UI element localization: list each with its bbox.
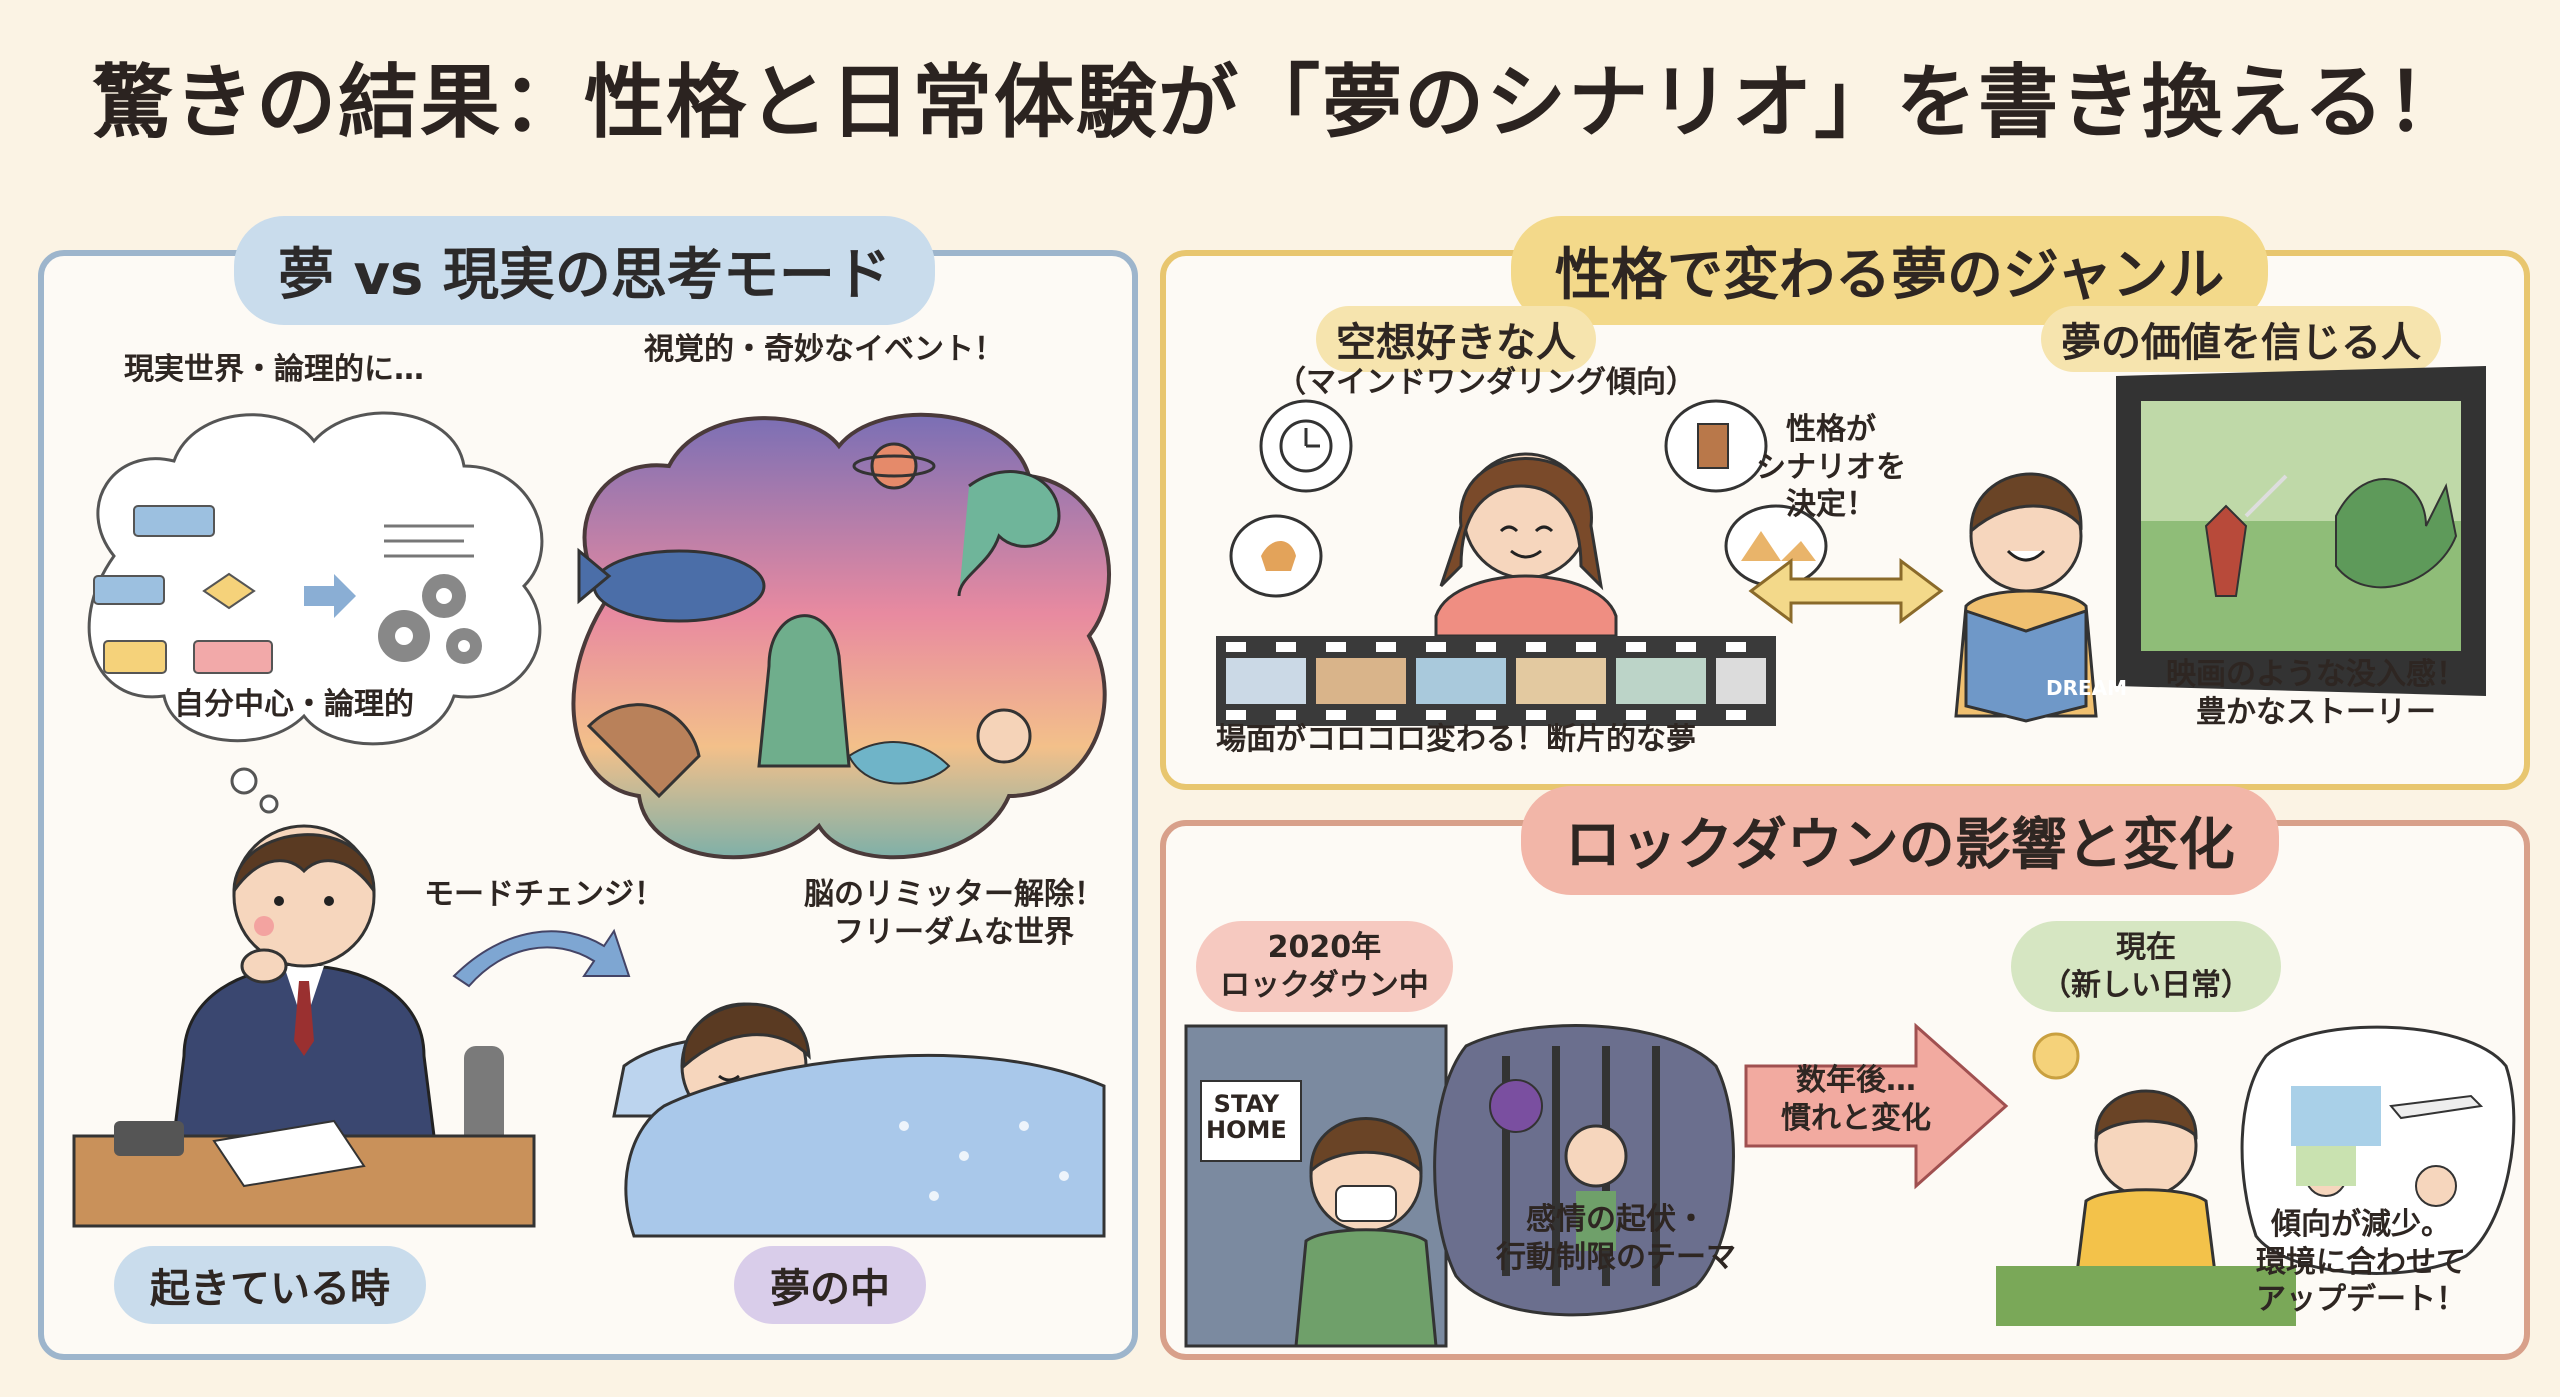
mode-change-arrow xyxy=(452,928,631,988)
awake-label: 起きている時 xyxy=(114,1246,426,1324)
page-title: 驚きの結果：性格と日常体験が「夢のシナリオ」を書き換える！ xyxy=(92,56,2468,149)
daydreamer-illustration xyxy=(1216,399,1828,726)
transition-arrow-text: 数年後… 慣れと変化 xyxy=(1781,1063,1931,1136)
dream-vs-reality-panel: 夢 vs 現実の思考モード 現実世界・論理的に… 自分中心・論理的 視覚的・奇妙… xyxy=(38,216,1138,1360)
dream-believer-illustration xyxy=(1954,366,2486,723)
daydreamer-subtitle: （マインドワンダリング傾向） xyxy=(1276,365,1696,400)
lockdown-panel: ロックダウンの影響と変化 2020年 ロックダウン中 STAY HOME 感情の… xyxy=(1160,786,2530,1360)
daydreamer-caption: 場面がコロコロ変わる！断片的な夢 xyxy=(1216,722,1696,757)
present-illustration xyxy=(1996,1025,2516,1326)
book-text: DREAM xyxy=(2046,676,2128,700)
past-label: 2020年 ロックダウン中 xyxy=(1196,921,1453,1012)
dream-caption: 視覚的・奇妙なイベント！ xyxy=(644,332,1004,367)
stay-home-sign: STAY HOME xyxy=(1206,1090,1287,1145)
dream-believer-title: 夢の価値を信じる人 xyxy=(2041,306,2441,372)
lockdown-illustration xyxy=(1184,1024,1735,1348)
personality-genre-panel: 性格で変わる夢のジャンル 空想好きな人 （マインドワンダリング傾向） 場面がコロ… xyxy=(1160,216,2530,790)
awake-person-illustration xyxy=(72,824,536,1228)
double-arrow xyxy=(1748,558,1944,624)
present-caption: 傾向が減少。 環境に合わせて アップデート！ xyxy=(2256,1207,2466,1317)
dream-label: 夢の中 xyxy=(734,1246,926,1324)
dream-cloud-illustration xyxy=(571,412,1111,860)
reality-bubble-label: 自分中心・論理的 xyxy=(174,687,414,722)
dream-believer-caption: 映画のような没入感！ 豊かなストーリー xyxy=(2166,657,2466,730)
bottom-right-heading: ロックダウンの影響と変化 xyxy=(1521,786,2279,895)
daydreamer-title: 空想好きな人 xyxy=(1316,306,1596,372)
limiter-text: 脳のリミッター解除！ フリーダムな世界 xyxy=(804,877,1104,950)
logic-thought-bubble xyxy=(87,411,544,814)
mode-change-label: モードチェンジ！ xyxy=(424,877,664,912)
left-panel-heading: 夢 vs 現実の思考モード xyxy=(234,216,935,325)
personality-decides-text: 性格が シナリオを 決定！ xyxy=(1756,412,1906,522)
transition-arrow xyxy=(1744,1022,2009,1190)
sleeping-person-illustration xyxy=(612,1002,1106,1238)
lockdown-caption: 感情の起伏・ 行動制限のテーマ xyxy=(1496,1202,1736,1275)
present-label: 現在 （新しい日常） xyxy=(2011,921,2281,1012)
reality-caption: 現実世界・論理的に… xyxy=(124,352,424,387)
